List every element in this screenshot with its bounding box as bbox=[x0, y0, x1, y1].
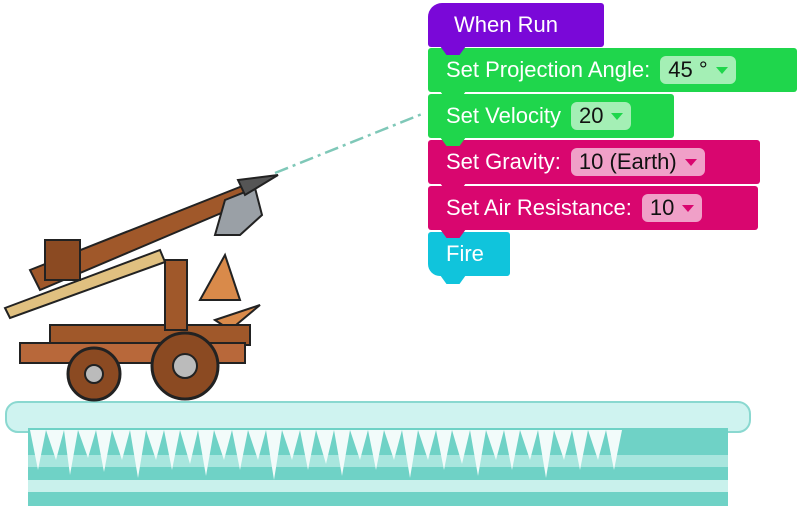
set-velocity-block[interactable]: Set Velocity 20 bbox=[428, 94, 674, 146]
projection-angle-value: 45 ° bbox=[668, 57, 708, 82]
velocity-label: Set Velocity bbox=[446, 103, 561, 128]
gravity-value: 10 (Earth) bbox=[578, 149, 677, 174]
air-resistance-dropdown[interactable]: 10 bbox=[641, 194, 703, 222]
catapult bbox=[3, 174, 279, 402]
ice-platform bbox=[5, 401, 751, 506]
air-resistance-value: 10 bbox=[649, 195, 675, 220]
when-run-block[interactable]: When Run bbox=[428, 3, 604, 55]
gravity-dropdown[interactable]: 10 (Earth) bbox=[570, 148, 705, 176]
gravity-label: Set Gravity: bbox=[446, 149, 561, 174]
set-air-resistance-block[interactable]: Set Air Resistance: 10 bbox=[428, 186, 758, 238]
chevron-down-icon bbox=[715, 66, 728, 74]
fire-label: Fire bbox=[446, 241, 484, 266]
set-gravity-block[interactable]: Set Gravity: 10 (Earth) bbox=[428, 140, 760, 192]
velocity-value: 20 bbox=[578, 103, 604, 128]
chevron-down-icon bbox=[611, 112, 624, 120]
fire-block[interactable]: Fire bbox=[428, 232, 510, 284]
projection-angle-label: Set Projection Angle: bbox=[446, 57, 651, 82]
when-run-label: When Run bbox=[454, 12, 558, 37]
chevron-down-icon bbox=[684, 158, 697, 166]
projection-angle-dropdown[interactable]: 45 ° bbox=[660, 56, 736, 84]
set-projection-angle-block[interactable]: Set Projection Angle: 45 ° bbox=[428, 48, 797, 100]
velocity-dropdown[interactable]: 20 bbox=[570, 102, 632, 130]
chevron-down-icon bbox=[682, 204, 695, 212]
trajectory-line bbox=[274, 112, 423, 175]
air-resistance-label: Set Air Resistance: bbox=[446, 195, 632, 220]
